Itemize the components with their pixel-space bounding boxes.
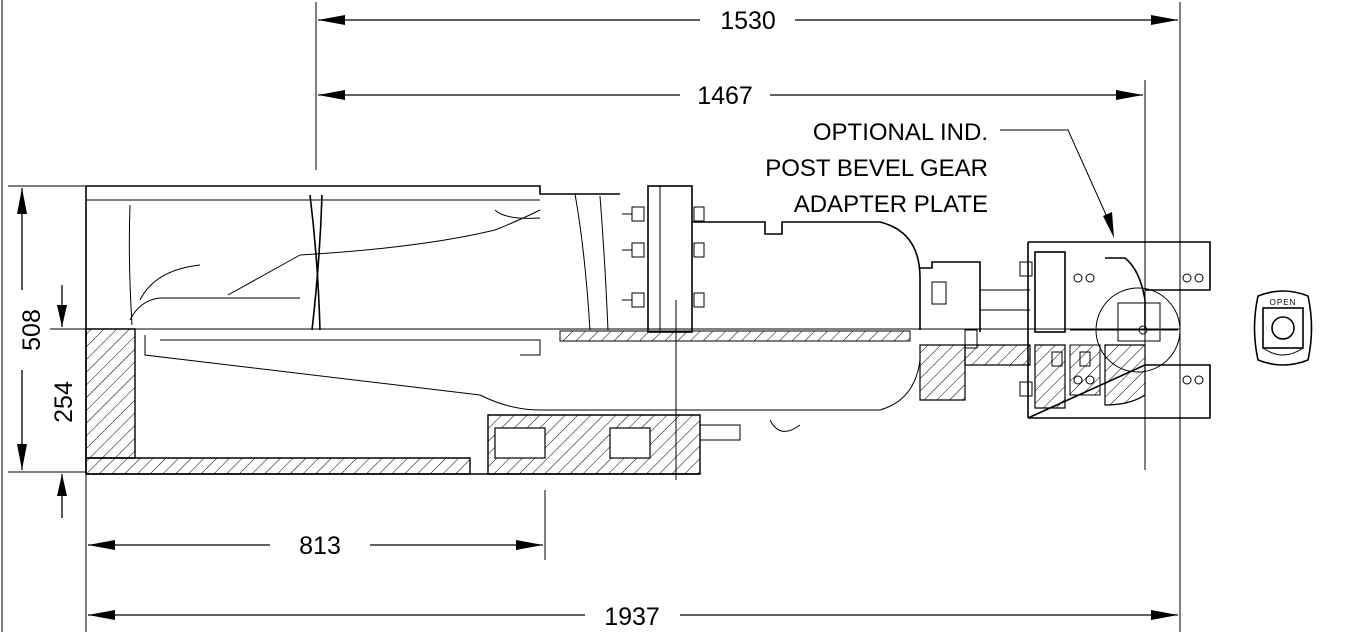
callout-arrow [1103,212,1114,238]
bevel-gear-adapter-plate [1019,241,1211,419]
dimension-arrow [1151,610,1178,620]
dimension-1530: 1530 [315,2,1181,632]
dimension-508: 508 [8,185,86,473]
callout-line-3: ADAPTER PLATE [794,191,988,218]
dimension-1467: 1467 [318,80,1146,470]
bolt-icon [622,206,705,308]
dimension-254: 254 [50,285,86,518]
dimension-label-1530: 1530 [720,7,776,35]
dimension-arrow [17,188,27,214]
dimension-label-1467: 1467 [697,82,753,110]
dimension-arrow [318,90,345,100]
dimension-label-254: 254 [50,381,78,423]
dimension-813: 813 [85,474,546,632]
valve-body-section [85,300,1180,480]
dimension-label-813: 813 [299,532,341,560]
dimension-arrow [88,540,115,550]
callout-adapter-plate: OPTIONAL IND. POST BEVEL GEAR ADAPTER PL… [765,119,1114,238]
dimension-arrow [17,444,27,470]
callout-line-1: OPTIONAL IND. [813,119,988,146]
position-indicator: OPEN [1253,290,1313,366]
dimension-arrow [1116,90,1143,100]
dimension-label-508: 508 [18,309,46,351]
dimension-arrow [57,305,67,327]
callout-line-2: POST BEVEL GEAR [765,155,988,182]
dimension-arrow [318,15,345,25]
dimension-arrow [1151,15,1178,25]
dimension-arrow [57,474,67,496]
indicator-label: OPEN [1270,298,1297,307]
dimension-arrow [516,540,543,550]
dimension-label-1937: 1937 [604,603,660,631]
dimension-arrow [88,610,115,620]
dimension-1937: 1937 [88,603,1178,631]
